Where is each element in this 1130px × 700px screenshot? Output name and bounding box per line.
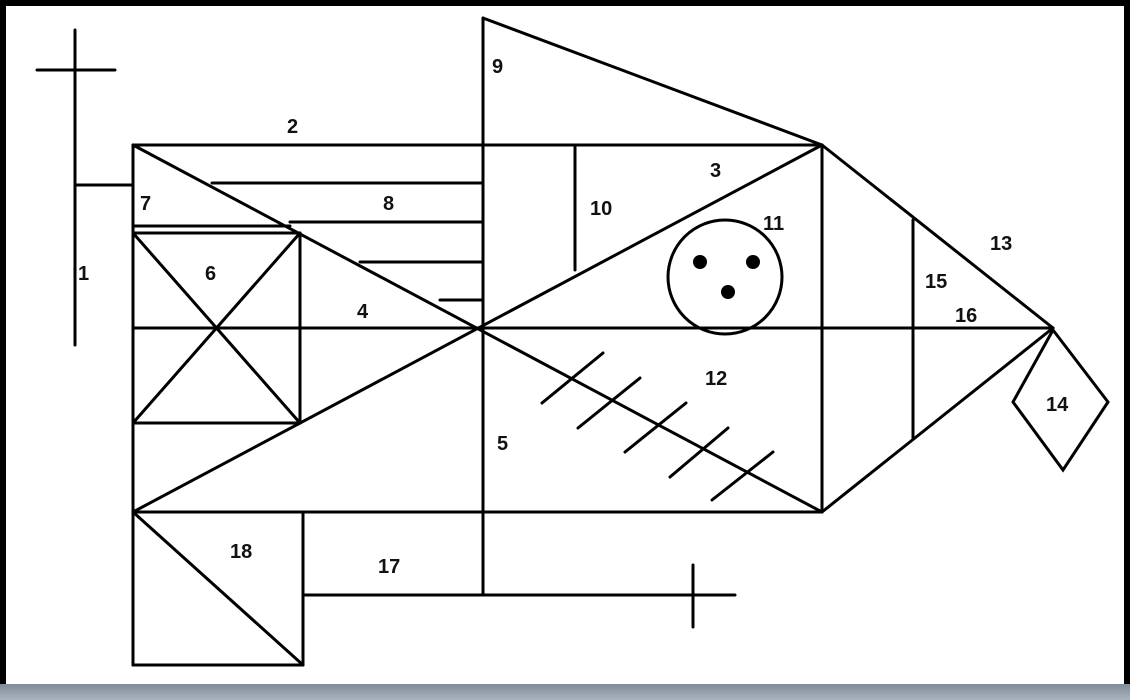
label-13: 13 [990, 233, 1012, 255]
label-11: 11 [763, 213, 784, 235]
label-12: 12 [705, 368, 727, 390]
label-16: 16 [955, 305, 977, 327]
bottom-gradient-band [0, 684, 1130, 700]
label-2: 2 [287, 116, 298, 138]
element-17-line-with-cross [303, 565, 735, 627]
top-triangle-edge [483, 18, 822, 145]
label-17: 17 [378, 556, 400, 578]
element-1-cross [37, 30, 133, 345]
label-1: 1 [78, 263, 89, 285]
element-11-circle-with-dots [668, 220, 782, 334]
label-9: 9 [492, 56, 503, 78]
label-6: 6 [205, 263, 216, 285]
label-10: 10 [590, 198, 612, 220]
element-8-parallel-lines [212, 183, 483, 300]
label-8: 8 [383, 193, 394, 215]
label-15: 15 [925, 271, 947, 293]
label-4: 4 [357, 301, 369, 323]
label-18: 18 [230, 541, 252, 563]
label-14: 14 [1046, 394, 1069, 416]
element-12-hatch-lines [542, 353, 773, 500]
label-5: 5 [497, 433, 508, 455]
element-18-square [133, 512, 303, 665]
label-3: 3 [710, 160, 721, 182]
label-7: 7 [140, 193, 151, 215]
